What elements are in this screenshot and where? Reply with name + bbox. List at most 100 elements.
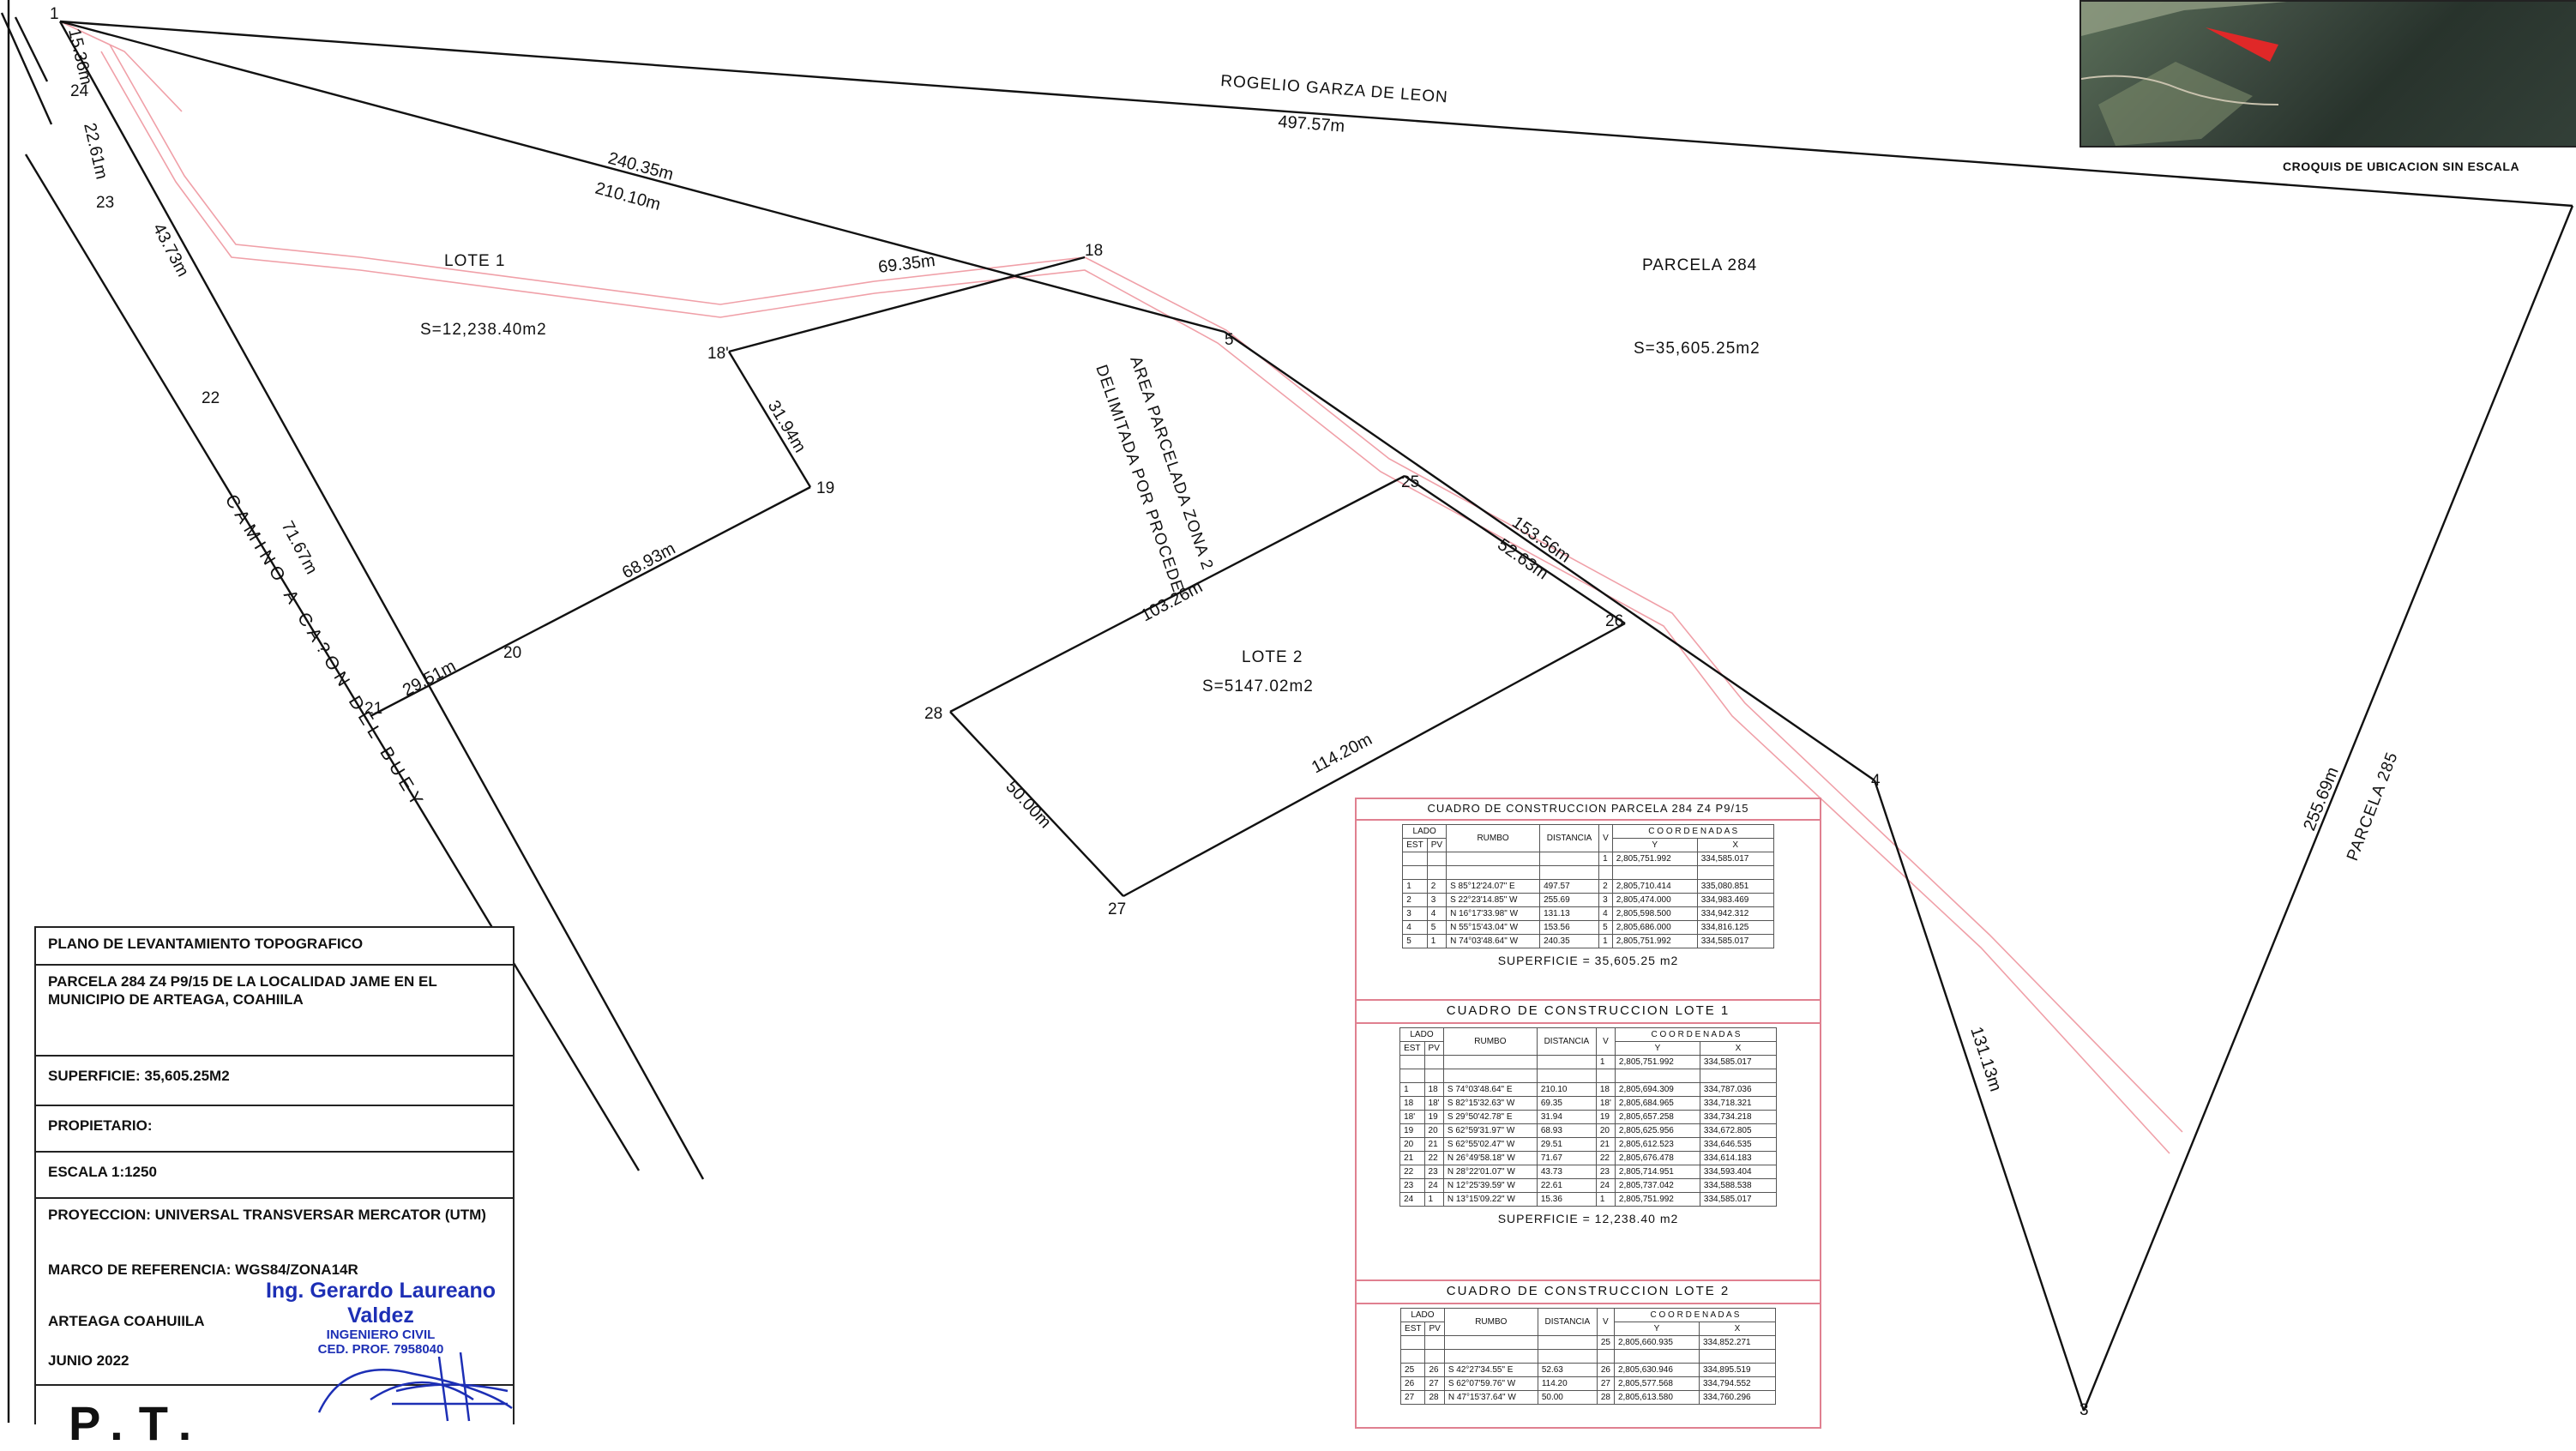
cell-est: 25: [1400, 1363, 1426, 1377]
cell-pv: 23: [1423, 1165, 1444, 1179]
cell-v: 3: [1598, 893, 1613, 907]
boundary-2-3: [2082, 205, 2574, 1412]
vertex-27: 27: [1108, 900, 1126, 918]
cell-rumbo: S 82°15'32.63" W: [1442, 1096, 1538, 1111]
cell-dist: 114.20: [1537, 1376, 1598, 1391]
table-surface: SUPERFICIE = 12,238.40 m2: [1497, 1212, 1679, 1225]
cell-x: 334,895.519: [1698, 1363, 1776, 1377]
col-coordenadas: C O O R D E N A D A S: [1614, 1027, 1777, 1042]
cell-pv: 18': [1423, 1096, 1444, 1111]
dim-1-2: 497.57m: [1278, 112, 1345, 136]
parcel-area: S=35,605.25m2: [1634, 340, 1760, 358]
col-rumbo: RUMBO: [1442, 1027, 1538, 1056]
cell-pv: 1: [1426, 934, 1447, 948]
engineer-license: CED. PROF. 7958040: [317, 1341, 444, 1357]
edge-top-left: [0, 12, 53, 125]
lot2-27-28: [949, 711, 1124, 897]
cell-v: 25: [1596, 1335, 1615, 1350]
cell-x: 334,614.183: [1699, 1151, 1777, 1165]
cell-rumbo: S 74°03'48.64" E: [1442, 1082, 1538, 1097]
cell-est: 1: [1399, 1082, 1425, 1097]
col-lado: LADO: [1400, 1308, 1445, 1322]
col-est: EST: [1399, 1041, 1425, 1056]
col-pv: PV: [1423, 1041, 1444, 1056]
cell-est: 20: [1399, 1137, 1425, 1152]
cell-v: 26: [1596, 1363, 1615, 1377]
lot1-name: LOTE 1: [444, 252, 505, 270]
boundary-1-2: [59, 20, 2573, 208]
cell-dist: 131.13: [1539, 906, 1600, 921]
cell-dist: 255.69: [1539, 893, 1600, 907]
cell-y: 2,805,630.946: [1613, 1363, 1700, 1377]
cell-dist: 15.36: [1536, 1192, 1597, 1207]
cell-v: 21: [1595, 1137, 1616, 1152]
cell-pv: 22: [1423, 1151, 1444, 1165]
title-reference: MARCO DE REFERENCIA: WGS84/ZONA14R: [48, 1261, 358, 1278]
offset-line-upper: [59, 21, 183, 112]
cell-est: 18': [1399, 1110, 1425, 1124]
cell-y: 2,805,625.956: [1614, 1123, 1700, 1138]
construction-table-parcel: CUADRO DE CONSTRUCCION PARCELA 284 Z4 P9…: [1355, 798, 1821, 1005]
vertex-18p: 18': [707, 345, 729, 363]
cell-rumbo: S 62°55'02.47" W: [1442, 1137, 1538, 1152]
col-v: V: [1595, 1027, 1616, 1056]
vertex-20: 20: [503, 644, 521, 662]
cell-v: 19: [1595, 1110, 1616, 1124]
col-est: EST: [1402, 838, 1428, 852]
cell-v: 24: [1595, 1178, 1616, 1193]
title-heading: PLANO DE LEVANTAMIENTO TOPOGRAFICO: [36, 928, 513, 966]
lot2-area: S=5147.02m2: [1202, 677, 1314, 695]
cell-x: 334,983.469: [1696, 893, 1774, 907]
lot2-25-26: [1404, 475, 1626, 624]
title-description: PARCELA 284 Z4 P9/15 DE LA LOCALIDAD JAM…: [36, 966, 513, 1057]
col-x: X: [1699, 1041, 1777, 1056]
title-block: PLANO DE LEVANTAMIENTO TOPOGRAFICO PARCE…: [34, 926, 515, 1450]
table-surface: SUPERFICIE = 35,605.25 m2: [1497, 954, 1679, 967]
cell-y: 2,805,612.523: [1614, 1137, 1700, 1152]
cell-v: 22: [1595, 1151, 1616, 1165]
col-v: V: [1596, 1308, 1615, 1336]
col-x: X: [1696, 838, 1774, 852]
cell-dist: 52.63: [1537, 1363, 1598, 1377]
dim-27-28: 50.00m: [1002, 777, 1055, 832]
cell-x: 334,585.017: [1696, 852, 1774, 866]
dim-20-21: 29.51m: [400, 657, 459, 701]
col-distancia: DISTANCIA: [1539, 824, 1600, 852]
cell-dist: 68.93: [1536, 1123, 1597, 1138]
cell-x: 334,852.271: [1698, 1335, 1776, 1350]
col-v: V: [1598, 824, 1613, 852]
cell-y: 2,805,598.500: [1611, 906, 1698, 921]
cell-pv: 1: [1423, 1192, 1444, 1207]
col-pv: PV: [1424, 1322, 1445, 1336]
cell-x: 334,593.404: [1699, 1165, 1777, 1179]
cell-y: 2,805,751.992: [1614, 1055, 1700, 1069]
vertex-28: 28: [924, 705, 942, 723]
cell-est: 22: [1399, 1165, 1425, 1179]
cell-est: 3: [1402, 906, 1428, 921]
cell-y: 2,805,751.992: [1611, 852, 1698, 866]
cell-pv: 27: [1424, 1376, 1445, 1391]
title-projection: PROYECCION: UNIVERSAL TRANSVERSAR MERCAT…: [48, 1207, 486, 1223]
cell-est: 5: [1402, 934, 1428, 948]
cell-est: 1: [1402, 879, 1428, 894]
vertex-22: 22: [202, 389, 220, 407]
col-distancia: DISTANCIA: [1537, 1308, 1598, 1336]
cell-rumbo: N 28°22'01.07" W: [1442, 1165, 1538, 1179]
cell-dist: 50.00: [1537, 1390, 1598, 1405]
col-lado: LADO: [1399, 1027, 1444, 1042]
col-x: X: [1698, 1322, 1776, 1336]
lot1-area: S=12,238.40m2: [420, 321, 547, 339]
parcel-name: PARCELA 284: [1642, 256, 1757, 274]
cell-x: 334,672.805: [1699, 1123, 1777, 1138]
boundary-lines: [0, 0, 2574, 1423]
neighbor-north-label: ROGELIO GARZA DE LEON: [1220, 72, 1449, 106]
